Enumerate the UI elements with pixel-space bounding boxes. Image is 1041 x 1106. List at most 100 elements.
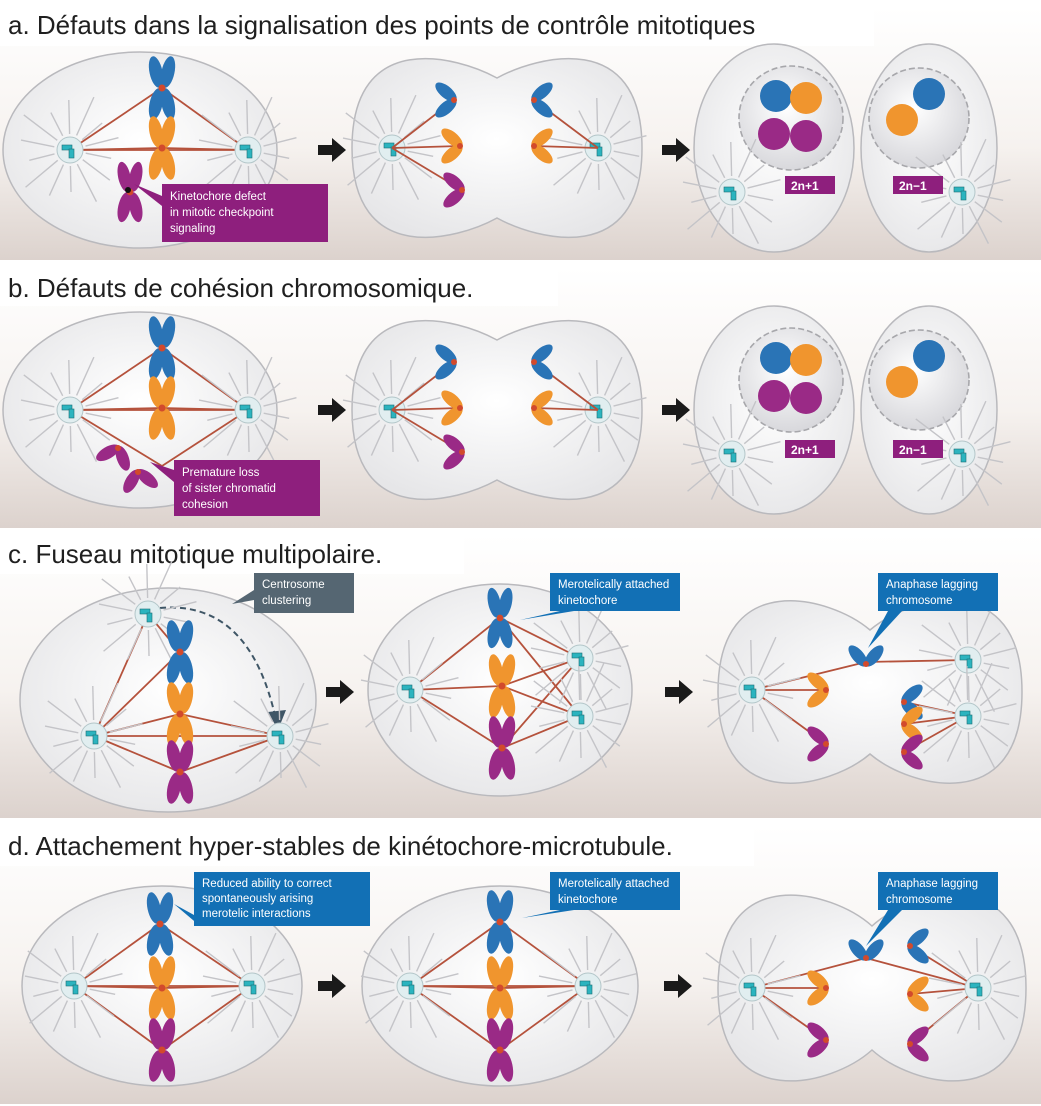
astral-ray [587, 1001, 590, 1029]
merotelic-note [550, 872, 680, 910]
astral-ray [390, 948, 404, 973]
astral-ray [421, 958, 443, 977]
note-line: signaling [170, 223, 215, 235]
ploidy-badge-minus [893, 176, 943, 194]
astral-ray [80, 999, 102, 1038]
astral-ray [291, 708, 313, 727]
chromatid-icon [435, 82, 457, 118]
astral-ray [415, 636, 435, 676]
spindle-fiber [93, 735, 181, 773]
astral-ray [76, 163, 98, 202]
astral-ray [33, 989, 59, 998]
astral-ray [365, 699, 399, 728]
astral-ray [682, 181, 717, 190]
astral-ray [415, 932, 435, 972]
astral-ray [592, 725, 621, 747]
spindle-fiber [499, 617, 581, 659]
chromatid-icon [848, 645, 884, 667]
astral-ray [927, 663, 953, 672]
astral-ray [153, 560, 173, 600]
astral-ray [351, 413, 377, 422]
chromosome-icon [486, 1018, 514, 1082]
astral-ray [48, 424, 65, 456]
astral-ray [967, 400, 987, 440]
astral-ray [347, 419, 381, 448]
astral-ray [101, 578, 136, 605]
astral-ray [747, 441, 781, 451]
chromosome-dot [790, 120, 822, 152]
astral-ray [927, 719, 953, 728]
astral-ray [533, 680, 568, 707]
astral-ray [530, 647, 565, 656]
astral-ray [398, 423, 420, 462]
note-line: in mitotic checkpoint [170, 207, 274, 219]
astral-ray [977, 456, 1004, 464]
astral-ray [592, 667, 621, 689]
astral-ray [232, 948, 246, 973]
astral-ray [425, 692, 452, 700]
astral-ray [369, 989, 395, 998]
astral-ray [345, 374, 380, 401]
ploidy-label: 2n−1 [899, 179, 927, 193]
astral-ray [259, 382, 281, 401]
astral-ray [263, 958, 285, 977]
astral-ray [407, 150, 434, 158]
astral-ray [253, 96, 273, 136]
astral-ray [586, 935, 589, 971]
astral-ray [541, 950, 576, 977]
astral-ray [691, 457, 717, 466]
astral-ray [568, 948, 582, 973]
astral-ray [163, 616, 190, 624]
chromosome-icon [486, 956, 514, 1020]
astral-ray [365, 995, 399, 1024]
astral-ray [980, 725, 1009, 747]
cell-membrane [351, 319, 643, 501]
note-line: kinetochore [558, 595, 617, 607]
astral-ray [732, 950, 746, 975]
astral-ray [263, 137, 297, 147]
astral-ray [710, 206, 727, 238]
astral-ray [263, 152, 290, 160]
chromosome-icon [148, 956, 176, 1020]
astral-ray [711, 693, 737, 702]
astral-ray [591, 688, 613, 707]
astral-ray [85, 412, 112, 420]
astral-ray [751, 1003, 754, 1031]
astral-ray [921, 680, 956, 707]
astral-ray [687, 463, 721, 492]
astral-ray [201, 114, 236, 141]
astral-ray [738, 205, 760, 244]
astral-ray [128, 576, 142, 601]
chromatid-icon [807, 1022, 829, 1058]
arrow-right-icon [664, 974, 692, 998]
astral-ray [230, 1000, 247, 1032]
astral-ray [921, 457, 947, 466]
arrow-right-icon [662, 138, 690, 162]
astral-ray [75, 356, 95, 396]
astral-ray [538, 975, 573, 984]
astral-ray [53, 739, 79, 748]
astral-ray [609, 382, 631, 401]
astral-ray [691, 195, 717, 204]
spindle-fiber [159, 923, 253, 987]
spindle-fiber [409, 685, 503, 691]
astral-ray [702, 977, 737, 986]
astral-ray [763, 662, 785, 681]
astral-ray [391, 425, 394, 453]
spindle-fiber [533, 407, 599, 411]
astral-ray [731, 469, 734, 497]
astral-ray [603, 988, 630, 996]
astral-ray [594, 999, 616, 1038]
astral-ray [595, 703, 629, 713]
astral-ray [106, 745, 135, 767]
astral-ray [390, 652, 404, 677]
astral-ray [767, 692, 794, 700]
premature-loss-note [174, 460, 320, 516]
astral-ray [258, 750, 275, 782]
chromatid-icon [531, 390, 553, 426]
astral-ray [247, 425, 250, 453]
astral-ray [342, 399, 377, 408]
chromatid-icon [907, 928, 929, 964]
astral-ray [81, 382, 103, 401]
astral-ray [103, 623, 137, 652]
